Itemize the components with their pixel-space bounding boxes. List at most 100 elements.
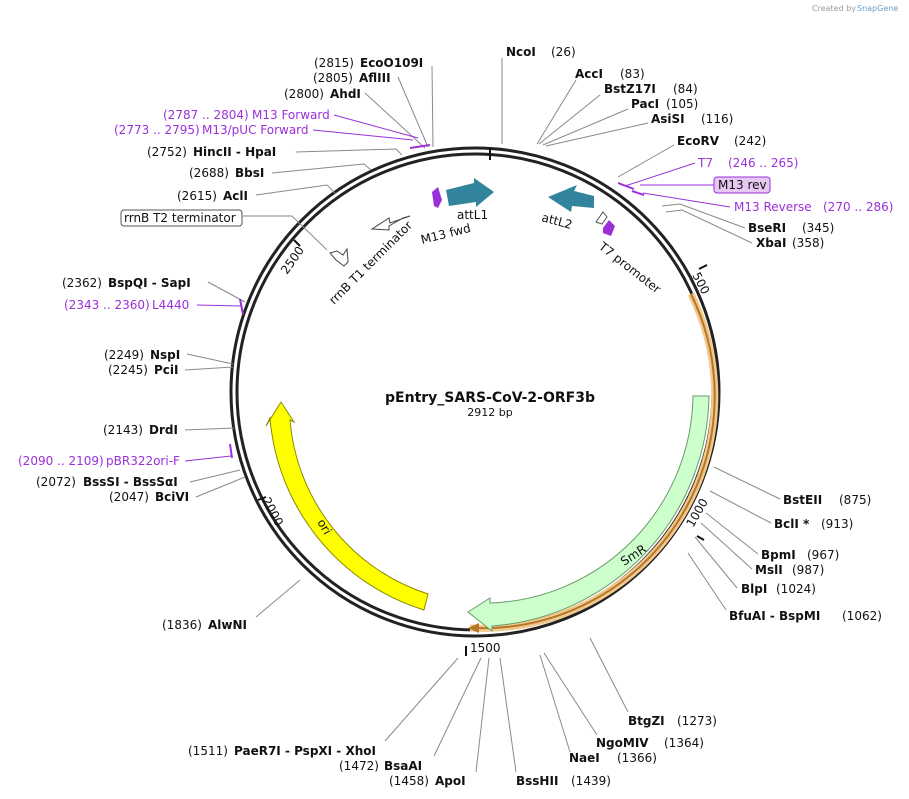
primer-m13-forward[interactable]: M13 Forward: [252, 108, 330, 122]
orf-arc-head: [468, 623, 479, 633]
primer-t7[interactable]: T7: [697, 156, 713, 170]
leader-ahdi: [364, 92, 426, 149]
enzyme-afliii[interactable]: AflIII: [359, 71, 391, 85]
enzyme-acli[interactable]: AclI: [223, 189, 248, 203]
enzyme-xbai[interactable]: XbaI: [756, 236, 786, 250]
enzyme-bfuai-bspmi-pos: (1062): [842, 609, 882, 623]
enzyme-btgzi[interactable]: BtgZI: [628, 714, 665, 728]
enzyme-bseri[interactable]: BseRI: [748, 221, 786, 235]
leader-xhoi: [384, 657, 459, 742]
enzyme-bcivi-pos: (2047): [109, 490, 149, 504]
leader-bsssi: [189, 469, 241, 483]
primer-m13-forward-range: (2787 .. 2804): [163, 108, 249, 122]
enzyme-ahdi[interactable]: AhdI: [330, 87, 361, 101]
enzyme-acci[interactable]: AccI: [575, 67, 603, 81]
primer-m13puc-forward[interactable]: M13/pUC Forward: [202, 123, 309, 137]
leader-apoi: [475, 657, 490, 773]
primer-m13rev[interactable]: M13 rev: [718, 178, 767, 192]
enzyme-bseri-pos: (345): [802, 221, 834, 235]
tick-mark-2000: [257, 496, 267, 501]
primer-m13reverse-leader: [642, 192, 731, 208]
enzyme-apoi[interactable]: ApoI: [435, 774, 466, 788]
primer-l4440[interactable]: L4440: [152, 298, 189, 312]
enzyme-acci-pos: (83): [620, 67, 645, 81]
enzyme-pcii[interactable]: PciI: [154, 363, 179, 377]
enzyme-naei[interactable]: NaeI: [569, 751, 600, 765]
enzyme-ecorv-pos: (242): [734, 134, 766, 148]
enzyme-bpmi-pos: (967): [807, 548, 839, 562]
enzyme-alwni-pos: (1836): [162, 618, 202, 632]
enzyme-bspqi-sapi[interactable]: BspQI - SapI: [108, 276, 191, 290]
enzyme-bpmi[interactable]: BpmI: [761, 548, 796, 562]
leader-bsaai: [433, 657, 482, 757]
enzyme-bsssi[interactable]: BssSI - BssSαI: [83, 475, 178, 489]
enzyme-bstz17i[interactable]: BstZ17I: [604, 82, 656, 96]
enzyme-bcivi[interactable]: BciVI: [155, 490, 189, 504]
primer-m13reverse-range: (270 .. 286): [823, 200, 893, 214]
enzyme-bsshii[interactable]: BssHII: [516, 774, 558, 788]
scale-tick-1500: 1500: [470, 641, 501, 655]
enzyme-ahdi-pos: (2800): [284, 87, 324, 101]
enzyme-ecorv[interactable]: EcoRV: [677, 134, 720, 148]
enzyme-alwni[interactable]: AlwNI: [208, 618, 247, 632]
rrnb-t1-terminator-feature[interactable]: [329, 247, 349, 267]
enzyme-xbai-pos: (358): [792, 236, 824, 250]
enzyme-paci[interactable]: PacI: [631, 97, 659, 111]
enzyme-bsaai[interactable]: BsaAI: [384, 759, 422, 773]
primer-t7-leader: [624, 162, 696, 187]
leader-afliii: [397, 76, 429, 148]
enzyme-bfuai-bspmi[interactable]: BfuAI - BspMI: [729, 609, 820, 623]
t7-promoter-label: T7 promoter: [595, 239, 663, 297]
enzyme-ngomiv-pos: (1364): [664, 736, 704, 750]
leader-bseri: [661, 203, 746, 229]
t7-promoter-small-arrow[interactable]: [603, 220, 615, 236]
orf-arc-line: [473, 293, 716, 630]
enzyme-msli[interactable]: MslI: [755, 563, 783, 577]
primer-pbr322ori-f[interactable]: pBR322ori-F: [106, 454, 180, 468]
m13-fwd-feature[interactable]: [432, 187, 442, 208]
attl2-label: attL2: [540, 210, 574, 232]
enzyme-ngomiv[interactable]: NgoMIV: [596, 736, 649, 750]
enzyme-bspqi-sapi-pos: (2362): [62, 276, 102, 290]
primer-m13puc-mark: [409, 144, 431, 149]
attl1-feature-arrow[interactable]: [446, 178, 494, 207]
enzyme-btgzi-pos: (1273): [677, 714, 717, 728]
scale-tick-2500: 2500: [278, 244, 307, 277]
attl2-feature-arrow[interactable]: [548, 185, 594, 212]
enzyme-bsteii[interactable]: BstEII: [783, 493, 822, 507]
enzyme-paer7i-pspxi-xhoi-pos: (1511): [188, 744, 228, 758]
enzyme-ecoo109i-pos: (2815): [314, 56, 354, 70]
leader-bpmi: [705, 512, 759, 555]
leader-acli: [255, 184, 336, 196]
leader-ecoo109i: [431, 65, 434, 148]
ori-feature-arrow[interactable]: [265, 401, 429, 611]
leader-msli: [700, 522, 753, 570]
backbone-outer-ring: [229, 146, 721, 638]
enzyme-blpi-pos: (1024): [776, 582, 816, 596]
enzyme-asisi-pos: (116): [701, 112, 733, 126]
smr-feature-arrow[interactable]: [467, 395, 710, 633]
primer-m13rev-box[interactable]: [713, 176, 771, 194]
enzyme-drdi[interactable]: DrdI: [149, 423, 178, 437]
enzyme-paer7i-pspxi-xhoi[interactable]: PaeR7I - PspXI - XhoI: [234, 744, 376, 758]
enzyme-bbsi[interactable]: BbsI: [235, 166, 264, 180]
leader-pcii: [184, 366, 234, 371]
enzyme-hincii-hpai[interactable]: HincII - HpaI: [193, 145, 276, 159]
enzyme-blpi[interactable]: BlpI: [741, 582, 767, 596]
enzyme-bcli[interactable]: BclI *: [774, 517, 810, 531]
enzyme-bcli-pos: (913): [821, 517, 853, 531]
enzyme-nspi[interactable]: NspI: [150, 348, 180, 362]
primer-m13reverse[interactable]: M13 Reverse: [734, 200, 812, 214]
t7-promoter-feature[interactable]: [595, 211, 608, 225]
leader-nspi: [186, 353, 234, 365]
rrnb-t2-leader: [242, 215, 328, 251]
enzyme-ncoi[interactable]: NcoI: [506, 45, 536, 59]
enzyme-ecoo109i[interactable]: EcoO109I: [360, 56, 423, 70]
rrnb-t2-terminator-feature[interactable]: [370, 215, 411, 231]
leader-bbsi: [271, 163, 372, 174]
enzyme-asisi[interactable]: AsiSI: [651, 112, 685, 126]
enzyme-drdi-pos: (2143): [103, 423, 143, 437]
primer-t7-range: (246 .. 265): [728, 156, 798, 170]
enzyme-naei-pos: (1366): [617, 751, 657, 765]
